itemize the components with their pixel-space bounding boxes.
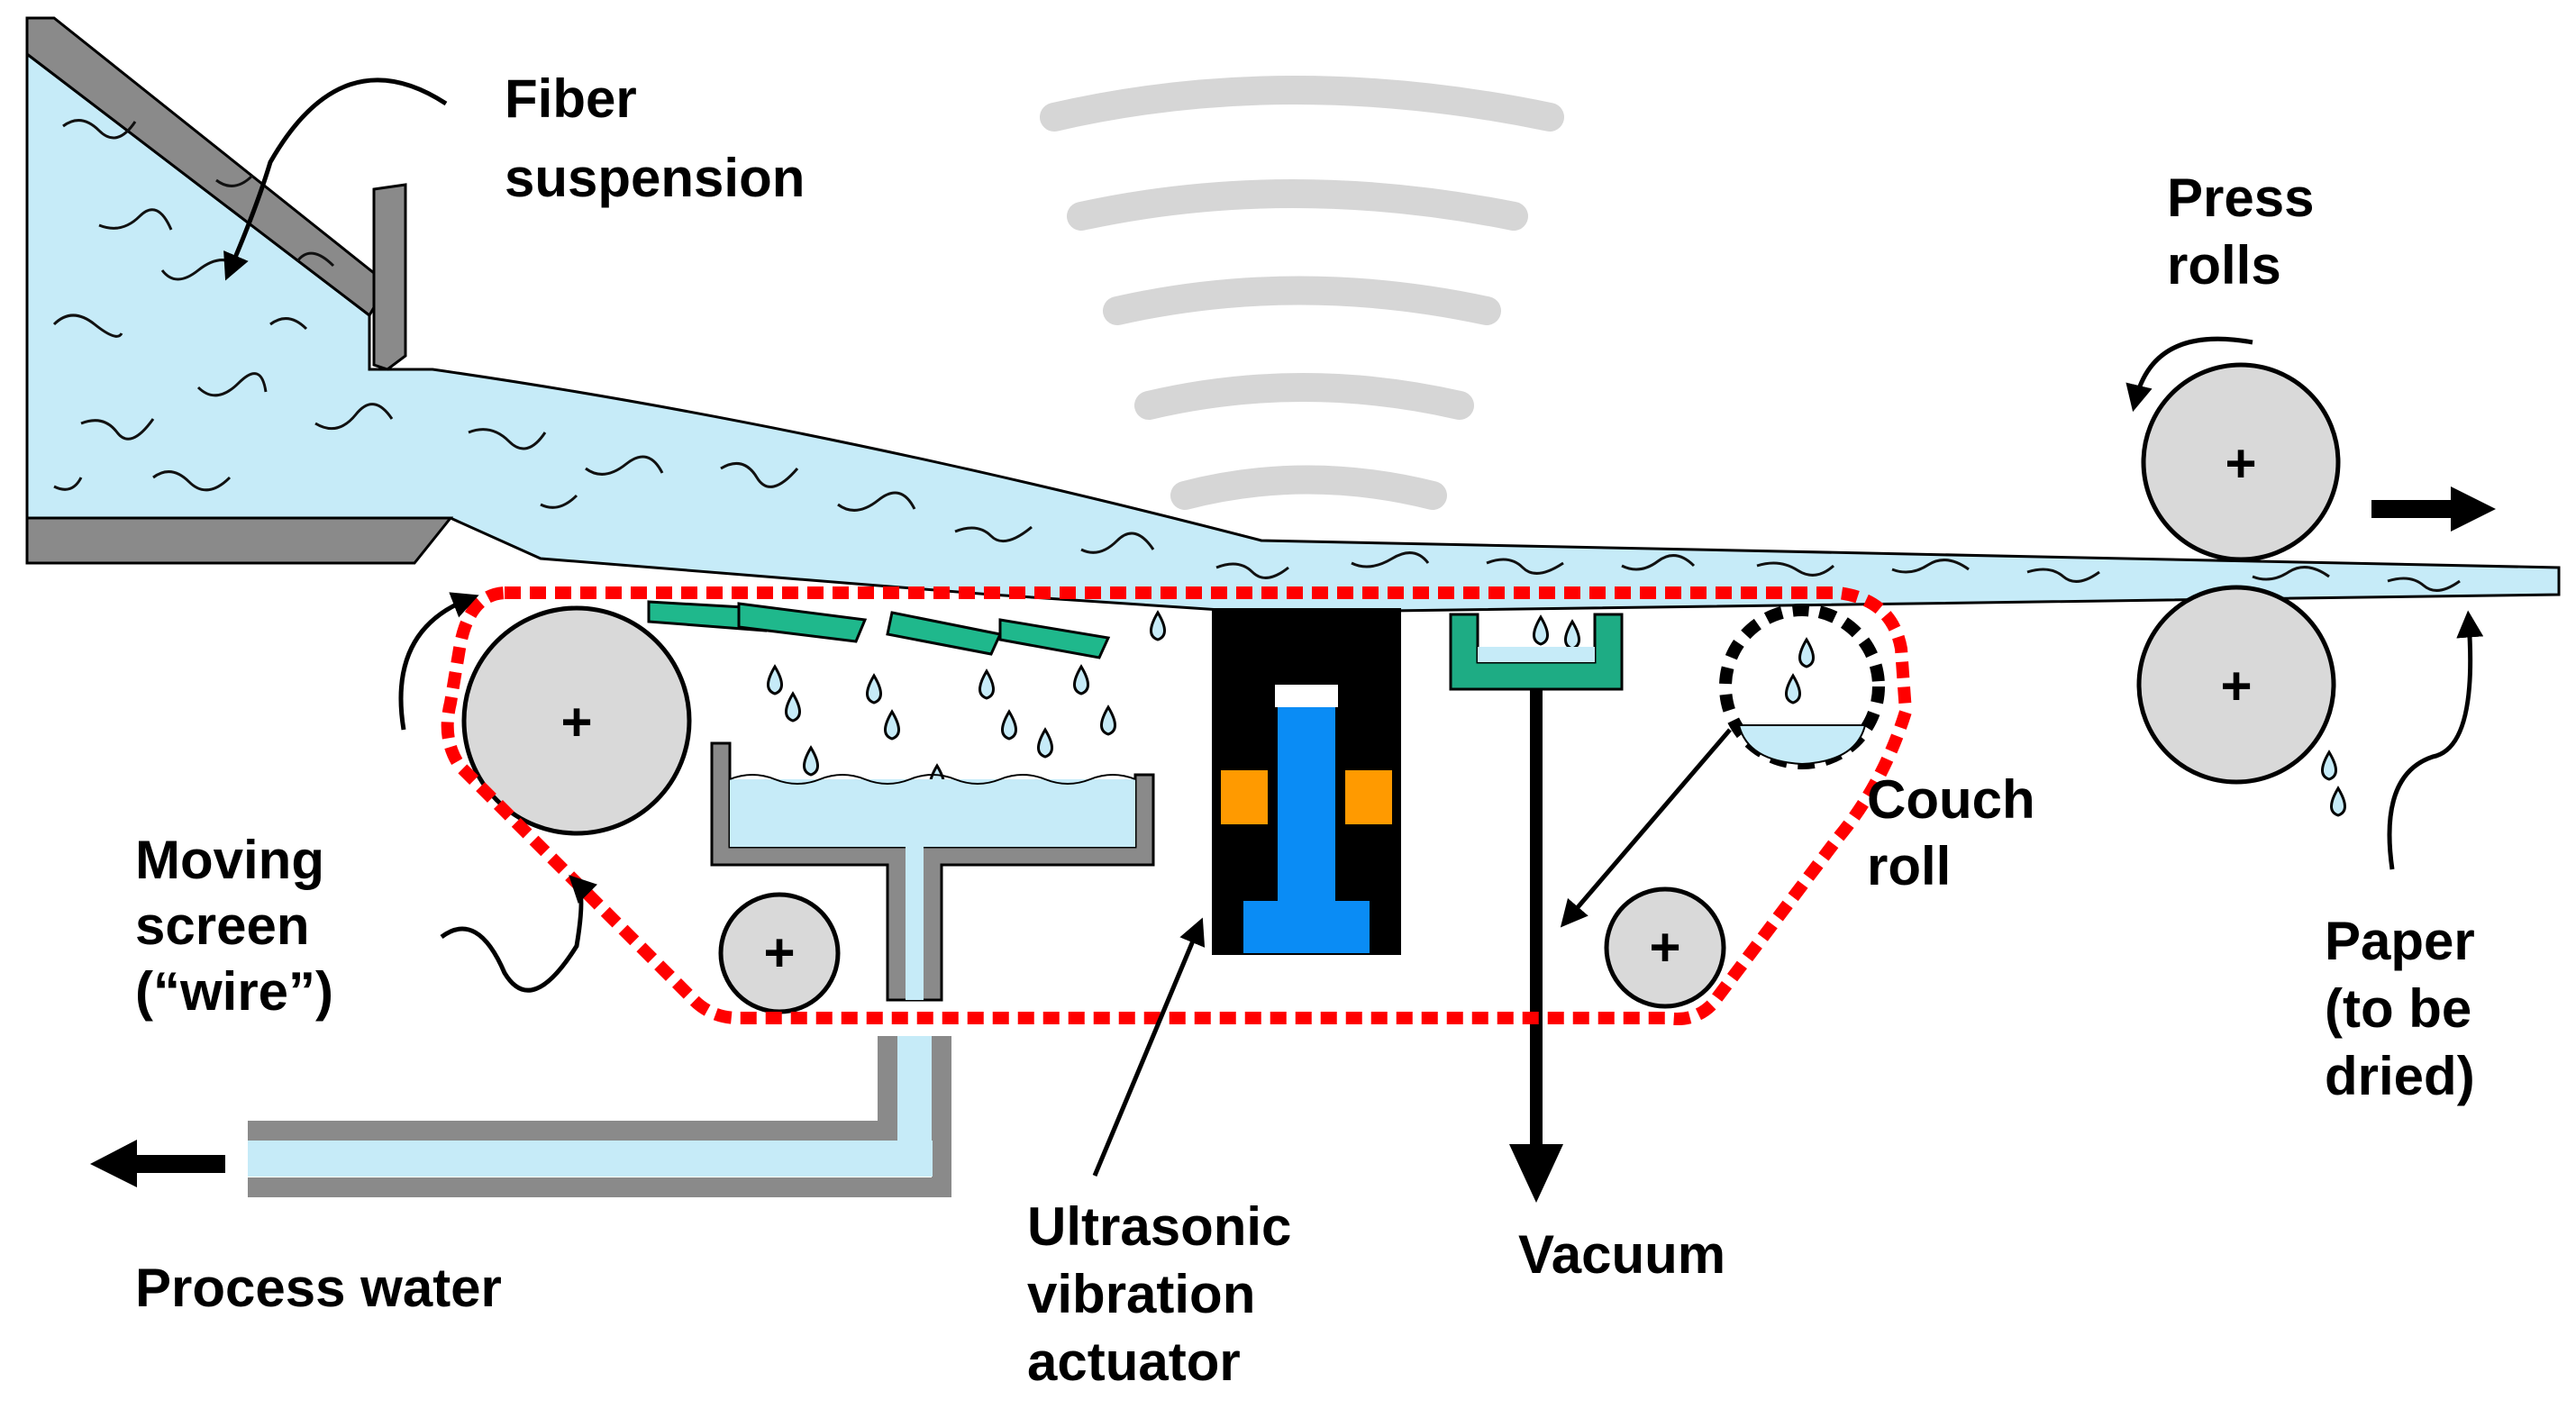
breast-roll-plus: +: [560, 692, 592, 752]
label-process-water: Process water: [135, 1258, 502, 1318]
headbox-slice-lip: [372, 183, 407, 371]
forming-foils: [647, 600, 1111, 659]
moving-screen-wire: [441, 586, 1913, 1025]
vacuum-box: [1449, 613, 1624, 1203]
press-roll-bottom: +: [2136, 585, 2336, 785]
press-roll-bottom-plus: +: [2220, 656, 2252, 716]
press-roll-top-plus: +: [2225, 433, 2256, 494]
ultrasonic-waves: [1040, 76, 1564, 510]
label-press-rolls: Press rolls: [2167, 168, 2329, 295]
ultrasonic-actuator: [1212, 608, 1401, 955]
headbox: [25, 16, 2561, 614]
flow-arrows: [90, 486, 2496, 1187]
headbox-floor: [25, 516, 454, 565]
water-drops: [767, 610, 2346, 817]
process-water-pipe: [248, 1036, 951, 1197]
callout-arrows: [223, 77, 2484, 1177]
label-paper: Paper (to be dried): [2325, 911, 2490, 1106]
return-roll-right-plus: +: [1649, 917, 1680, 977]
return-roll-left: +: [718, 892, 841, 1014]
return-roll-left-plus: +: [763, 923, 795, 983]
label-fiber-suspension: Fiber suspension: [505, 68, 805, 208]
collection-tray: [710, 741, 1155, 1002]
press-roll-top: +: [2141, 362, 2341, 562]
return-roll-right: +: [1604, 886, 1726, 1009]
label-vacuum: Vacuum: [1518, 1224, 1725, 1285]
label-couch-roll: Couch roll: [1867, 769, 2050, 896]
label-moving-screen: Moving screen (“wire”): [135, 830, 340, 1022]
breast-roll: +: [461, 605, 692, 836]
label-ultrasonic-actuator: Ultrasonic vibration actuator: [1027, 1196, 1306, 1392]
couch-roll: [1719, 604, 1885, 769]
headbox-suspension: [25, 50, 2561, 614]
